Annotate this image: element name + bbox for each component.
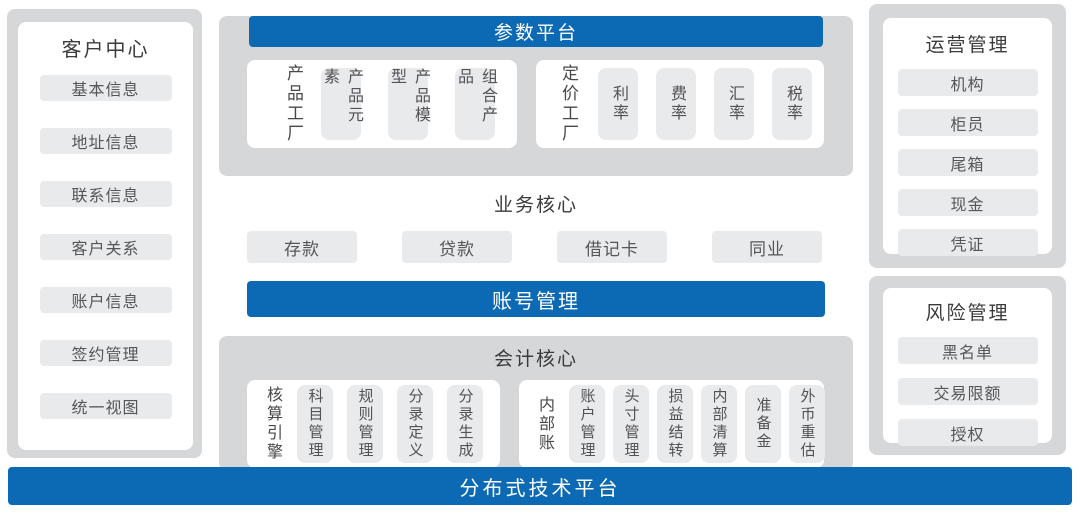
chip-contract-management: 签约管理 [39, 340, 172, 366]
chip-interbank: 同业 [712, 231, 822, 263]
accounting-core-container: 会计核心 核算引擎 科目管理 规则管理 分录定义 分录生成 内部账 账户管理 头… [219, 336, 853, 471]
customer-center-container: 客户中心 基本信息 地址信息 联系信息 客户关系 账户信息 签约管理 统一视图 [7, 9, 202, 458]
chip-teller: 柜员 [897, 109, 1038, 136]
pill-reserve: 准备金 [754, 397, 772, 451]
chip-authorization: 授权 [897, 419, 1038, 446]
internal-account-box: 内部账 账户管理 头寸管理 损益结转 内部清算 准备金 外币重估 [519, 380, 825, 468]
pill-fee-rate: 费率 [668, 85, 685, 123]
right-column: 运营管理 机构 柜员 尾箱 现金 凭证 风险管理 黑名单 交易限额 授权 [869, 4, 1066, 455]
chip-account-info: 账户信息 [39, 287, 172, 313]
customer-center-panel: 客户中心 基本信息 地址信息 联系信息 客户关系 账户信息 签约管理 统一视图 [18, 22, 193, 450]
pill-entry-definition: 分录定义 [406, 388, 424, 460]
risk-management-panel: 风险管理 黑名单 交易限额 授权 [883, 288, 1052, 446]
accounting-core-title: 会计核心 [493, 349, 578, 370]
chip-contact-info: 联系信息 [39, 181, 172, 207]
risk-management-container: 风险管理 黑名单 交易限额 授权 [869, 276, 1066, 455]
pill-product-model: 产品模型 [388, 68, 429, 125]
pill-product-element: 产品元素 [321, 68, 362, 125]
chip-customer-relation: 客户关系 [39, 234, 172, 260]
chip-basic-info: 基本信息 [39, 75, 172, 101]
parameter-platform-banner: 参数平台 [249, 16, 823, 47]
pill-tax-rate: 税率 [784, 85, 801, 123]
pill-subject-management: 科目管理 [306, 388, 324, 460]
chip-debit-card: 借记卡 [557, 231, 667, 263]
chip-organization: 机构 [897, 69, 1038, 96]
parameter-platform-boxes: 产品工厂 产品元素 产品模型 组合产品 定价工厂 利率 费率 汇率 税率 [219, 60, 853, 148]
operations-management-title: 运营管理 [925, 35, 1010, 56]
accounting-engine-label: 核算引擎 [264, 386, 281, 462]
business-core-row: 存款 贷款 借记卡 同业 [219, 231, 853, 263]
pill-exchange-rate: 汇率 [726, 85, 743, 123]
parameter-platform-container: 参数平台 产品工厂 产品元素 产品模型 组合产品 定价工厂 利率 费率 汇率 税… [219, 16, 853, 176]
pricing-factory-label: 定价工厂 [559, 64, 578, 144]
chip-blacklist: 黑名单 [897, 337, 1038, 364]
internal-account-pills: 账户管理 头寸管理 损益结转 内部清算 准备金 外币重估 [569, 385, 825, 463]
core-system-column: 参数平台 产品工厂 产品元素 产品模型 组合产品 定价工厂 利率 费率 汇率 税… [219, 3, 853, 471]
customer-center-title: 客户中心 [61, 39, 150, 61]
chip-deposit: 存款 [247, 231, 357, 263]
risk-list: 黑名单 交易限额 授权 [897, 337, 1038, 446]
accounting-engine-box: 核算引擎 科目管理 规则管理 分录定义 分录生成 [247, 380, 500, 468]
pill-internal-clearing: 内部清算 [710, 388, 728, 460]
chip-transaction-limit: 交易限额 [897, 378, 1038, 405]
chip-voucher: 凭证 [897, 229, 1038, 256]
chip-address-info: 地址信息 [39, 128, 172, 154]
internal-account-label: 内部账 [536, 395, 553, 453]
accounting-engine-pills: 科目管理 规则管理 分录定义 分录生成 [297, 385, 483, 463]
product-factory-box: 产品工厂 产品元素 产品模型 组合产品 [247, 60, 517, 148]
pricing-factory-pills: 利率 费率 汇率 税率 [598, 68, 812, 140]
pill-account-management: 账户管理 [578, 388, 596, 460]
chip-cash-box: 尾箱 [897, 149, 1038, 176]
operations-list: 机构 柜员 尾箱 现金 凭证 [897, 69, 1038, 256]
pill-interest-rate: 利率 [610, 85, 627, 123]
customer-center-list: 基本信息 地址信息 联系信息 客户关系 账户信息 签约管理 统一视图 [39, 75, 172, 419]
pill-position-management: 头寸管理 [622, 388, 640, 460]
pricing-factory-box: 定价工厂 利率 费率 汇率 税率 [536, 60, 824, 148]
chip-loan: 贷款 [402, 231, 512, 263]
business-core-title: 业务核心 [493, 195, 578, 216]
operations-management-container: 运营管理 机构 柜员 尾箱 现金 凭证 [869, 4, 1066, 268]
distributed-tech-platform-banner: 分布式技术平台 [8, 467, 1072, 505]
operations-management-panel: 运营管理 机构 柜员 尾箱 现金 凭证 [883, 18, 1052, 256]
product-factory-pills: 产品元素 产品模型 组合产品 [321, 68, 496, 140]
chip-cash: 现金 [897, 189, 1038, 216]
accounting-core-boxes: 核算引擎 科目管理 规则管理 分录定义 分录生成 内部账 账户管理 头寸管理 损… [219, 380, 853, 468]
pill-entry-generation: 分录生成 [456, 388, 474, 460]
pill-pnl-carryover: 损益结转 [666, 388, 684, 460]
pill-fx-revaluation: 外币重估 [798, 388, 816, 460]
account-management-banner: 账号管理 [247, 281, 825, 317]
pill-rule-management: 规则管理 [356, 388, 374, 460]
chip-unified-view: 统一视图 [39, 393, 172, 419]
risk-management-title: 风险管理 [925, 303, 1010, 324]
product-factory-label: 产品工厂 [284, 64, 303, 144]
pill-combined-product: 组合产品 [455, 68, 496, 125]
